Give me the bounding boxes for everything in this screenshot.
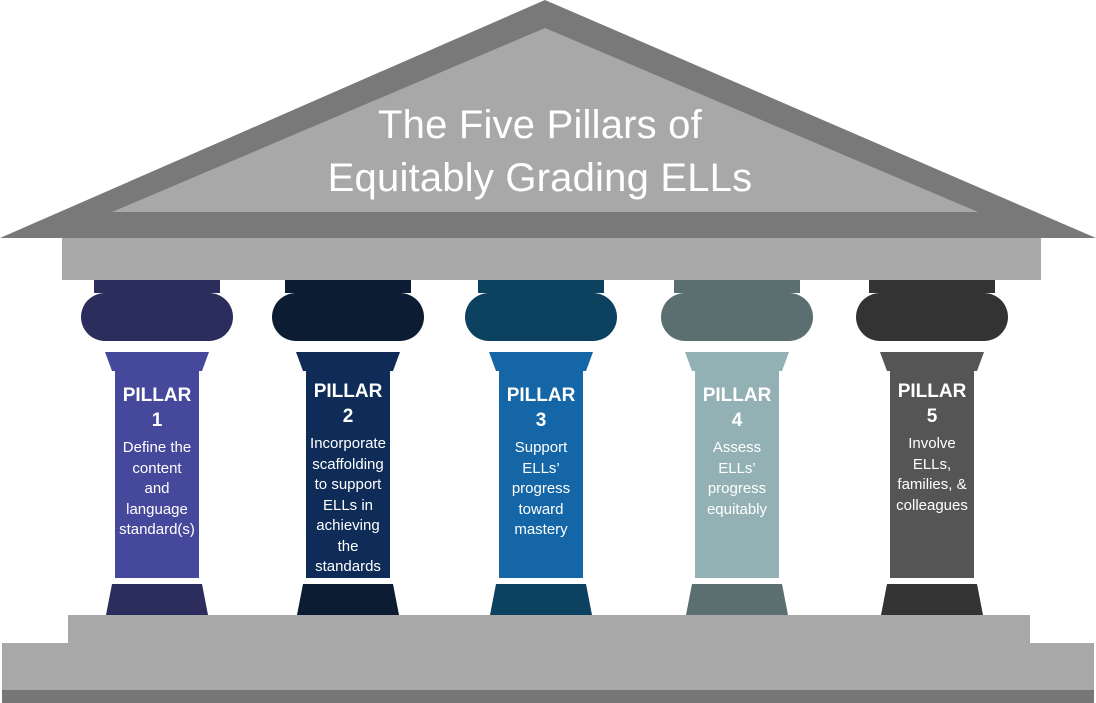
pillar-3: [465, 280, 617, 615]
pillar-label: PILLAR: [506, 385, 576, 406]
title-line-2: Equitably Grading ELLs: [327, 156, 753, 200]
pillar-description: Support ELLs’ progress toward mastery: [511, 439, 571, 538]
pillar-number: 3: [535, 410, 547, 431]
pillar-base: [106, 584, 208, 615]
pillar-abacus: [285, 280, 411, 293]
pillar-label: PILLAR: [122, 385, 192, 406]
pillar-5: [856, 280, 1008, 615]
pillar-volute-left: [272, 293, 320, 341]
pillar-volute-right: [960, 293, 1008, 341]
pillar-2: [272, 280, 424, 615]
pillar-number: 2: [342, 406, 354, 427]
pillar-volute-right: [765, 293, 813, 341]
pillar-base: [686, 584, 788, 615]
pillar-echinus: [489, 352, 593, 371]
pillar-volute-right: [376, 293, 424, 341]
pillar-4: [661, 280, 813, 615]
base-top-step: [68, 615, 1030, 643]
pillar-1: [81, 280, 233, 615]
pillar-echinus: [880, 352, 984, 371]
pillar-shaft: [890, 371, 974, 578]
roof-inner: [112, 28, 978, 212]
entablature: [62, 238, 1041, 280]
pillar-shaft: [695, 371, 779, 578]
pillar-volute-left: [81, 293, 129, 341]
base-bottom-step: [2, 643, 1094, 690]
pillar-base: [490, 584, 592, 615]
pillar-description: Assess ELLs’ progress equitably: [706, 439, 768, 518]
pillar-shaft: [306, 371, 390, 578]
pillar-label: PILLAR: [313, 381, 383, 402]
pillar-number: 4: [731, 410, 743, 431]
pillar-abacus: [674, 280, 800, 293]
pillar-echinus: [105, 352, 209, 371]
pillar-volute-right: [185, 293, 233, 341]
pillar-volute-left: [661, 293, 709, 341]
title-line-1: The Five Pillars of: [378, 103, 702, 147]
pillar-shaft: [499, 371, 583, 578]
pillar-description: Involve ELLs, families, & colleagues: [896, 435, 968, 514]
pillar-abacus: [94, 280, 220, 293]
pillar-echinus: [296, 352, 400, 371]
pillar-volute-left: [465, 293, 513, 341]
pillar-description: Define the content and language standard…: [119, 439, 195, 538]
pillar-label: PILLAR: [897, 381, 967, 402]
base-shadow: [2, 690, 1094, 703]
pillar-abacus: [869, 280, 995, 293]
pillar-base: [881, 584, 983, 615]
pillar-number: 1: [151, 410, 163, 431]
pillar-base: [297, 584, 399, 615]
pillar-number: 5: [926, 406, 938, 427]
pillar-volute-right: [569, 293, 617, 341]
pillar-shaft: [115, 371, 199, 578]
pillar-label: PILLAR: [702, 385, 772, 406]
pillar-echinus: [685, 352, 789, 371]
pillar-volute-left: [856, 293, 904, 341]
pillar-abacus: [478, 280, 604, 293]
pillar-description: Incorporate scaffolding to support ELLs …: [310, 435, 386, 575]
pillars: [81, 280, 1008, 615]
